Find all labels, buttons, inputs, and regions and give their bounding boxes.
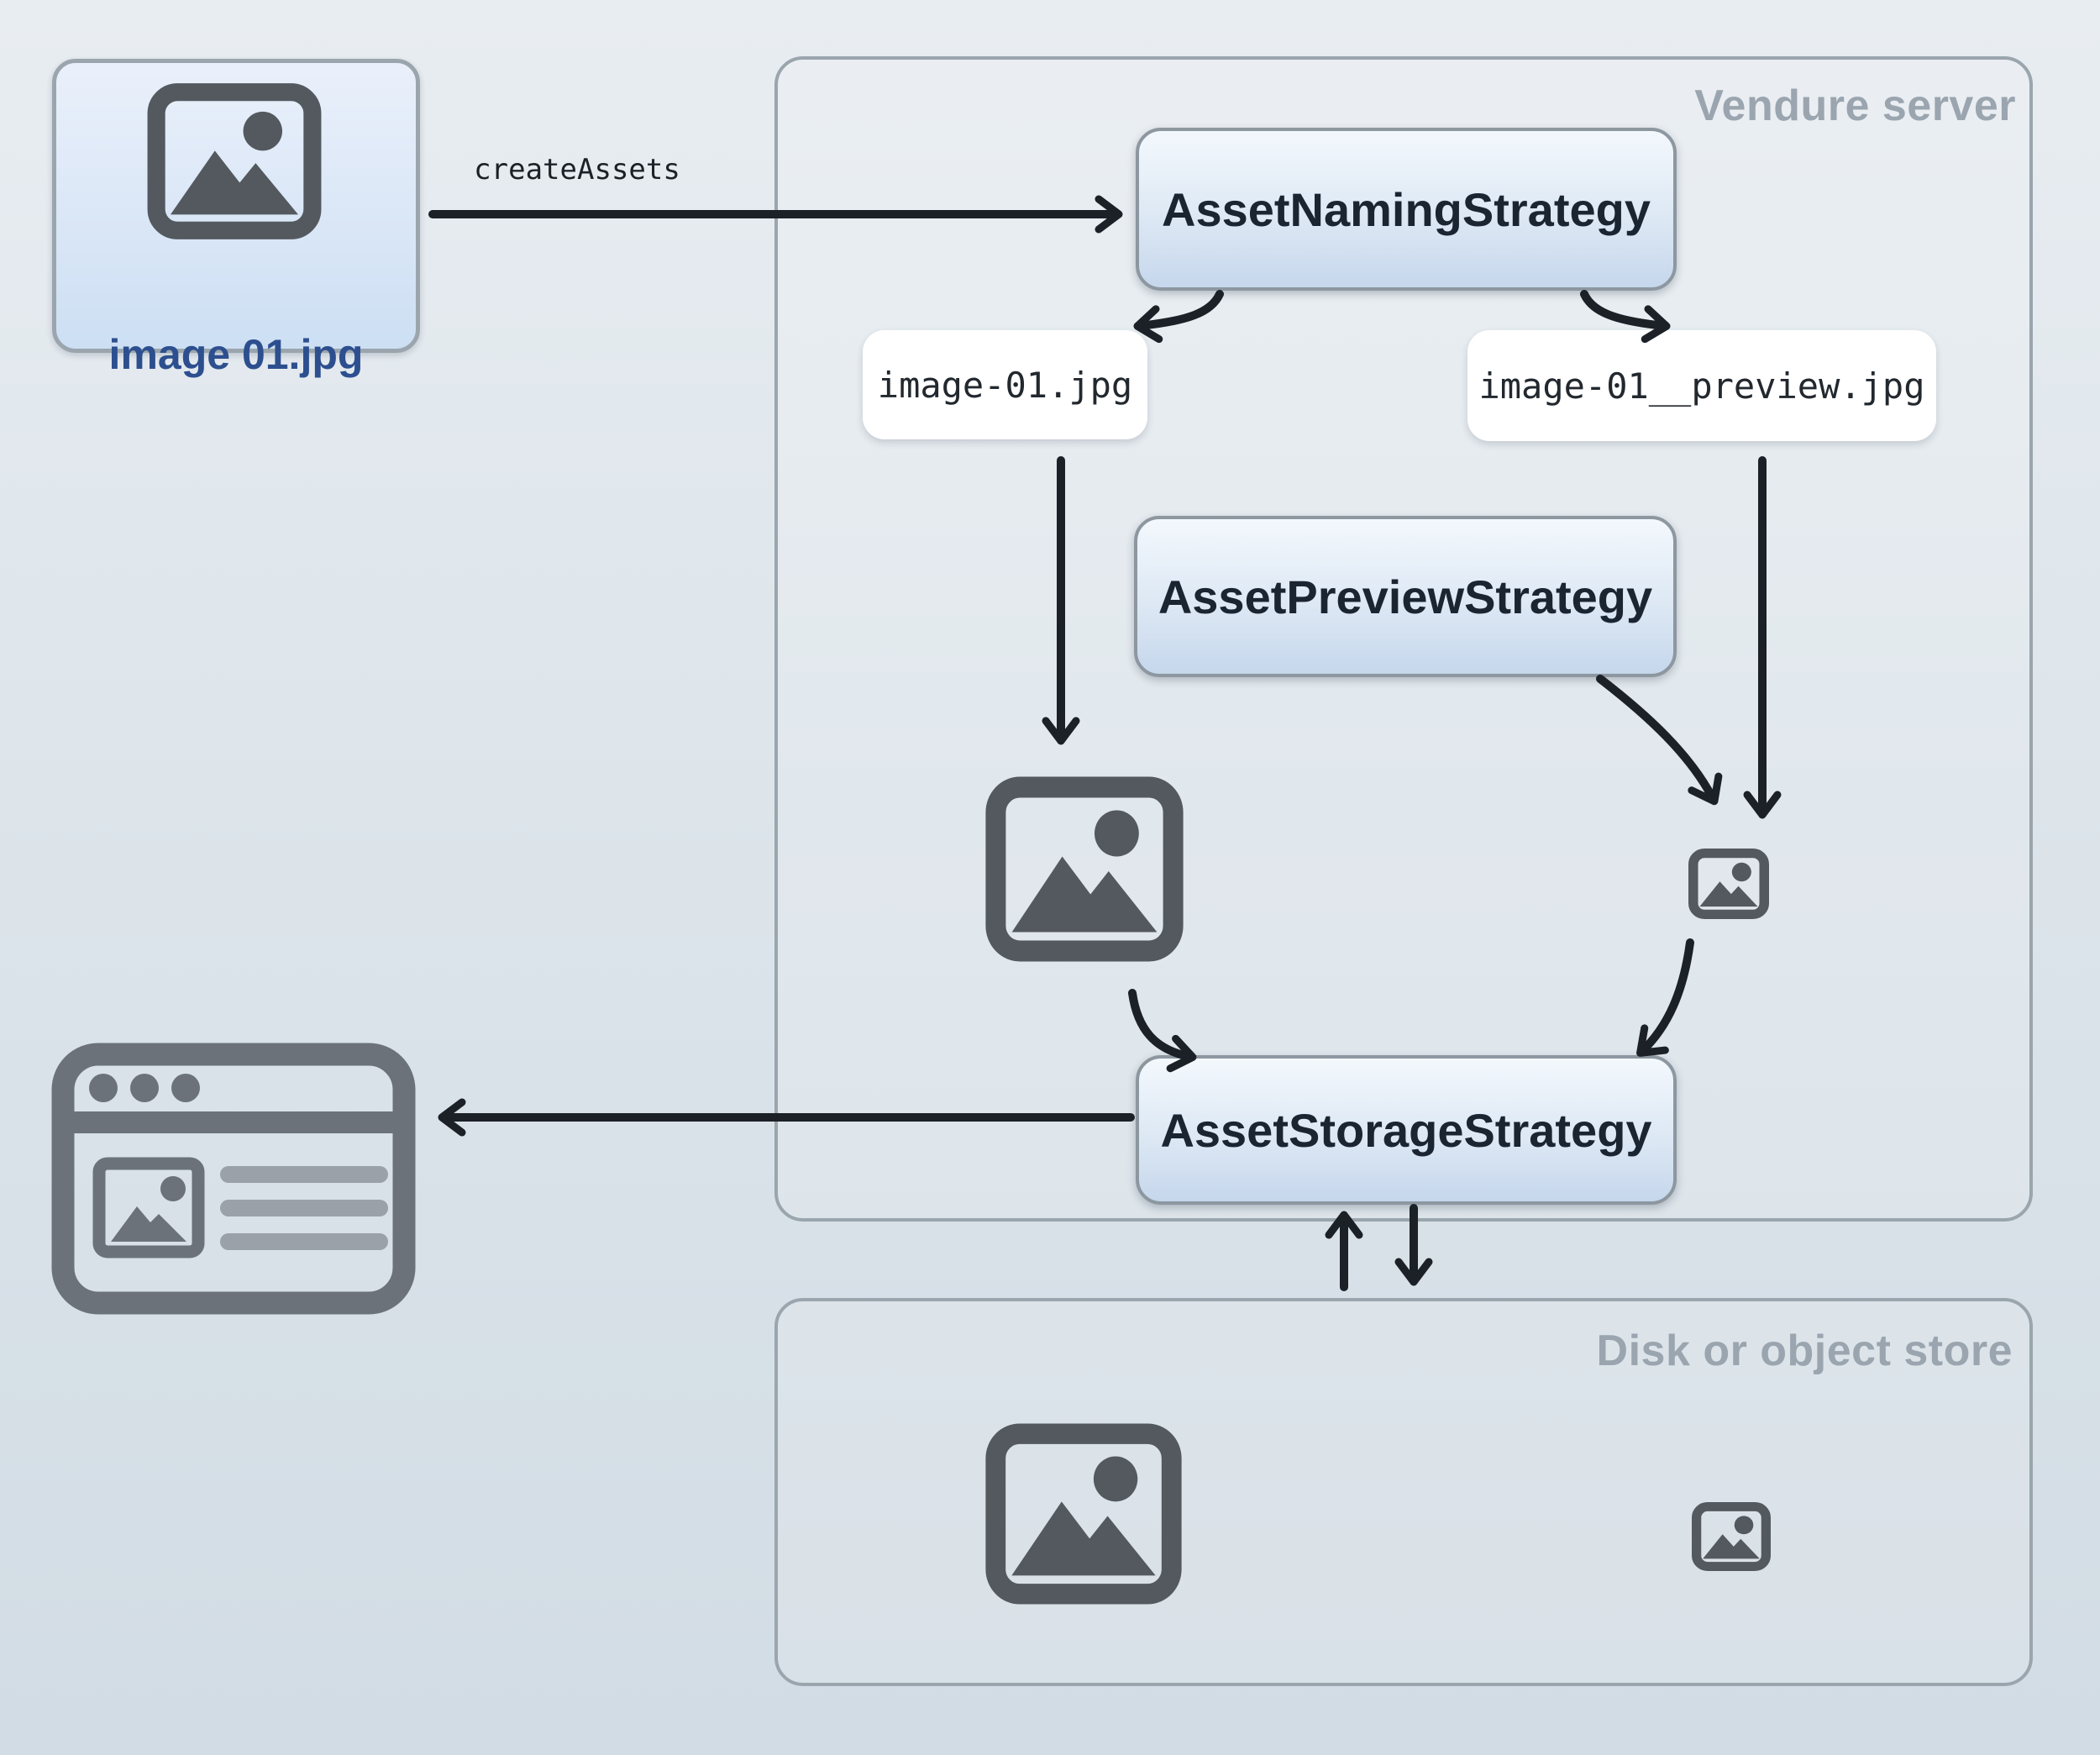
asset-preview-strategy-label: AssetPreviewStrategy xyxy=(1158,570,1653,623)
stored-image-icon xyxy=(985,1423,1182,1605)
asset-preview-strategy-box: AssetPreviewStrategy xyxy=(1134,516,1677,677)
asset-storage-strategy-label: AssetStorageStrategy xyxy=(1160,1103,1652,1157)
source-asset-card: image 01.jpg xyxy=(52,59,420,378)
asset-naming-strategy-box: AssetNamingStrategy xyxy=(1136,128,1677,291)
file-label-preview: image-01__preview.jpg xyxy=(1467,330,1936,441)
source-image-icon xyxy=(147,83,322,239)
disk-store-container xyxy=(774,1298,2033,1686)
browser-window-icon xyxy=(51,1043,416,1315)
create-assets-label: createAssets xyxy=(474,153,680,187)
disk-store-title: Disk or object store xyxy=(1596,1327,2013,1375)
browser-thumbnail-icon xyxy=(92,1157,205,1258)
browser-text-lines xyxy=(220,1166,388,1250)
asset-naming-strategy-label: AssetNamingStrategy xyxy=(1162,182,1651,236)
vendure-server-title: Vendure server xyxy=(1694,81,2016,130)
file-label-original: image-01.jpg xyxy=(863,330,1147,439)
rendered-image-icon xyxy=(985,776,1184,962)
stored-thumbnail-icon xyxy=(1692,1502,1771,1571)
source-asset-label: image 01.jpg xyxy=(108,331,364,378)
asset-storage-strategy-box: AssetStorageStrategy xyxy=(1136,1055,1677,1205)
preview-thumbnail-icon xyxy=(1688,849,1769,919)
